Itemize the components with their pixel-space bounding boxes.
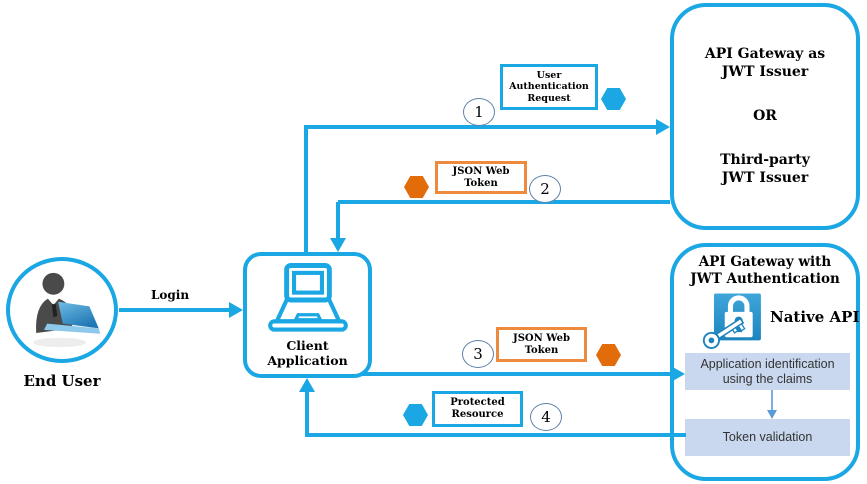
flow-2-label-box: JSON Web Token xyxy=(435,161,527,194)
client-application-label: Client Application xyxy=(267,338,348,368)
issuer-line-4: JWT Issuer xyxy=(721,170,809,186)
flow-3-arrowhead xyxy=(671,366,685,382)
login-arrowhead xyxy=(229,302,243,318)
flow-2-arrowhead xyxy=(330,238,346,252)
api-gateway-node: API Gateway with JWT Authentication xyxy=(670,243,860,481)
login-arrow-line xyxy=(119,308,231,312)
flow-3-label-box: JSON Web Token xyxy=(496,327,587,362)
flow-1-line-vertical xyxy=(304,127,308,253)
flow-1-step-circle: 1 xyxy=(463,98,495,126)
issuer-line-1: API Gateway as xyxy=(704,46,826,62)
flow-1-arrowhead xyxy=(656,119,670,135)
flow-4-label-box: Protected Resource xyxy=(432,391,523,427)
flow-4-blue-hexagon-icon xyxy=(403,404,428,426)
end-user-icon xyxy=(19,266,105,354)
flow-4-step-circle: 4 xyxy=(530,403,562,431)
flow-1-line-horizontal xyxy=(304,125,656,129)
issuer-line-2: JWT Issuer xyxy=(721,64,809,80)
flow-3-step-circle: 3 xyxy=(462,340,494,368)
flow-3-line-horizontal xyxy=(362,372,672,376)
flow-4-line-vertical xyxy=(305,391,309,435)
client-application-node: Client Application xyxy=(243,252,372,378)
end-user-label: End User xyxy=(23,372,101,390)
jwt-issuer-node: API Gateway as JWT Issuer OR Third-party… xyxy=(670,3,860,230)
flow-2-step-circle: 2 xyxy=(529,175,561,203)
laptop-icon xyxy=(247,262,368,342)
end-user-node xyxy=(6,257,118,363)
gateway-title: API Gateway with JWT Authentication xyxy=(674,254,856,288)
flow-2-line-vertical xyxy=(336,202,340,238)
flow-4-arrowhead xyxy=(299,378,315,392)
flow-4-line-horizontal xyxy=(305,433,686,437)
flow-2-line-horizontal xyxy=(338,200,670,204)
issuer-line-3: Third-party xyxy=(720,152,810,168)
step-down-arrow-icon xyxy=(766,390,778,424)
gateway-title-line-2: JWT Authentication xyxy=(690,271,840,287)
flow-2-orange-hexagon-icon xyxy=(404,176,429,198)
identification-step-box: Application identification using the cla… xyxy=(685,353,850,390)
login-label: Login xyxy=(150,288,190,302)
issuer-or: OR xyxy=(753,108,777,124)
flow-1-label-box: User Authentication Request xyxy=(500,64,598,110)
gateway-title-line-1: API Gateway with xyxy=(698,254,832,270)
key-lock-icon xyxy=(700,292,766,356)
token-validation-step-box: Token validation xyxy=(685,419,850,456)
flow-3-orange-hexagon-icon xyxy=(596,344,621,366)
flow-1-blue-hexagon-icon xyxy=(601,88,626,110)
native-api-label: Native API xyxy=(770,308,860,326)
